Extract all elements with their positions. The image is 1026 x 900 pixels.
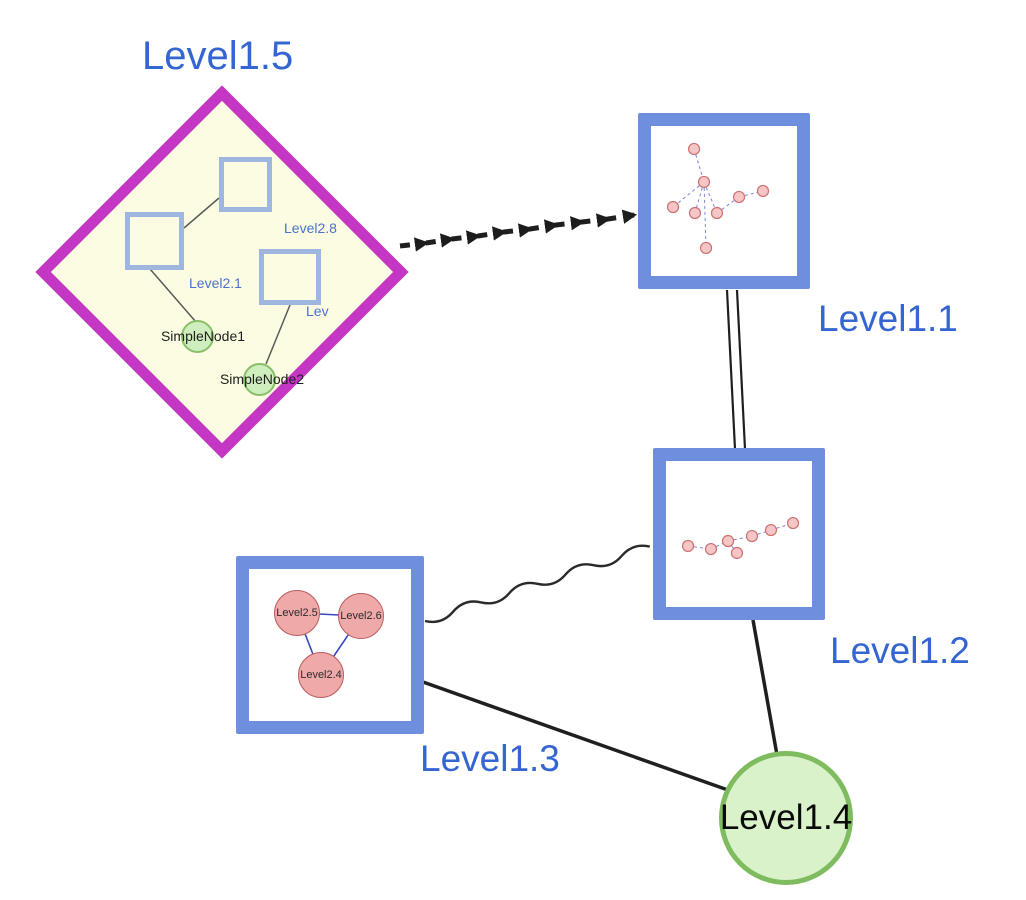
mini-graph-level12 (681, 516, 800, 560)
label-level28: Level2.8 (284, 220, 337, 236)
mini-node[interactable] (699, 241, 713, 255)
node-level13[interactable]: Level2.5 Level2.6 Level2.4 (236, 556, 424, 734)
label-level13: Level1.3 (420, 738, 560, 779)
mini-node[interactable] (732, 190, 746, 204)
edge-level11-level12[interactable] (725, 289, 747, 450)
node-level25[interactable]: Level2.5 (274, 590, 320, 636)
mini-node[interactable] (764, 523, 778, 537)
mini-node[interactable] (756, 184, 770, 198)
node-level12[interactable] (653, 448, 825, 620)
node-lev-square[interactable] (259, 249, 321, 305)
level13-triangle-edges (296, 612, 362, 676)
mini-edge (703, 181, 707, 248)
node-simplenode2[interactable] (243, 363, 276, 396)
edge-level13-level12[interactable] (424, 544, 651, 624)
node-level14[interactable]: Level1.4 (719, 751, 853, 885)
edge-level12-level14[interactable] (751, 619, 779, 756)
label-level12: Level1.2 (830, 630, 970, 671)
mini-node[interactable] (710, 206, 724, 220)
label-level24: Level2.4 (300, 669, 342, 681)
mini-node[interactable] (687, 142, 701, 156)
mini-node[interactable] (786, 516, 800, 530)
label-level26: Level2.6 (340, 610, 382, 622)
mini-node[interactable] (681, 539, 695, 553)
label-lev: Lev (306, 303, 329, 319)
mini-node[interactable] (688, 206, 702, 220)
label-simplenode2: SimpleNode2 (219, 371, 305, 387)
mini-node[interactable] (666, 200, 680, 214)
label-level11: Level1.1 (818, 298, 958, 339)
node-level26[interactable]: Level2.6 (338, 593, 384, 639)
label-level25: Level2.5 (276, 607, 318, 619)
node-level15-diamond[interactable] (35, 85, 409, 459)
label-level15: Level1.5 (142, 34, 294, 78)
mini-node[interactable] (730, 546, 744, 560)
mini-node[interactable] (697, 175, 711, 189)
mini-node[interactable] (745, 529, 759, 543)
edge-level15-level11[interactable] (399, 209, 638, 252)
mini-node[interactable] (721, 534, 735, 548)
node-level24[interactable]: Level2.4 (298, 652, 344, 698)
label-level21: Level2.1 (189, 275, 242, 291)
node-level11[interactable] (638, 113, 810, 289)
node-level28-square[interactable] (219, 157, 272, 212)
mini-edge (672, 181, 705, 208)
mini-edge (716, 196, 740, 214)
mini-node[interactable] (704, 542, 718, 556)
label-simplenode1: SimpleNode1 (160, 328, 246, 344)
label-level14: Level1.4 (719, 798, 853, 837)
node-simplenode1[interactable] (181, 320, 214, 353)
mini-graph-level11 (666, 142, 770, 255)
node-level21-square[interactable] (125, 212, 184, 270)
